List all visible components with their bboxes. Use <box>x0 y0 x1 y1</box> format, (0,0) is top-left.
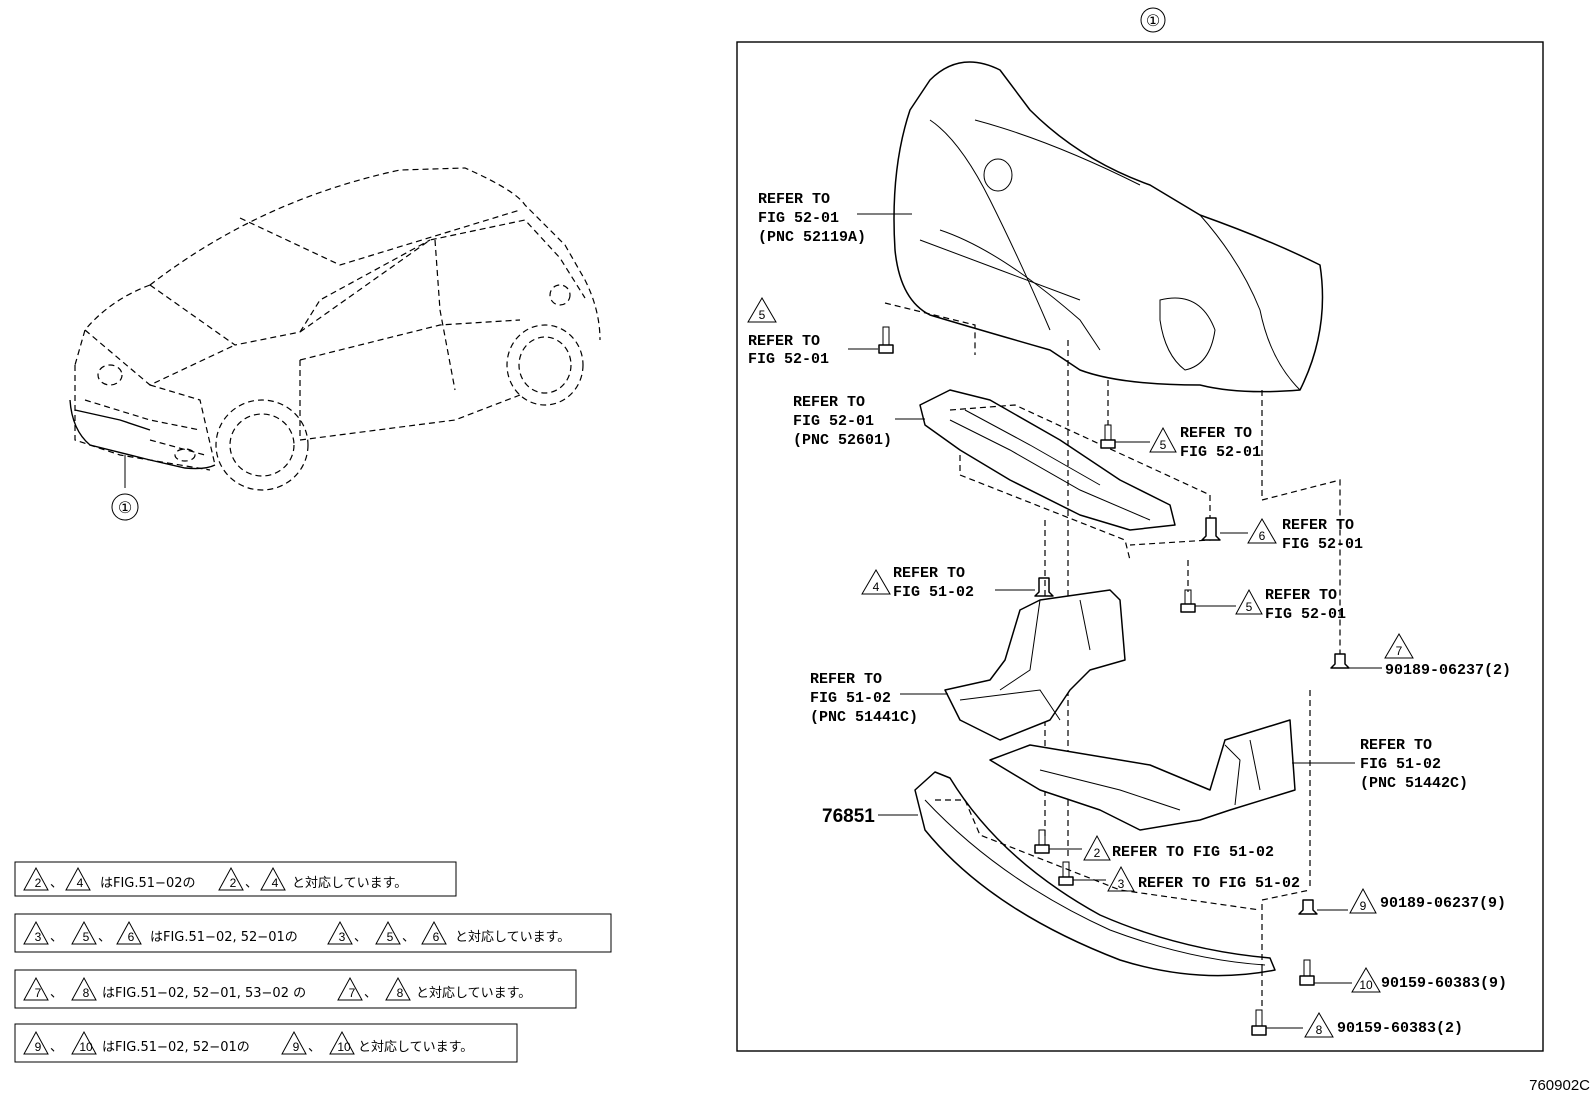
triangle-ref-number: 7 <box>349 986 356 1000</box>
parts-frame <box>736 41 1544 1052</box>
diagram-label: 、 <box>50 986 63 1001</box>
triangle-ref-number: 10 <box>1359 978 1373 992</box>
diagram-label: FIG 51-02 <box>1360 756 1441 773</box>
triangle-ref-number: 9 <box>35 1040 42 1054</box>
diagram-label: (PNC 51441C) <box>810 709 918 726</box>
diagram-label: はFIG.51−02の <box>100 876 196 891</box>
diagram-label: 、 <box>50 1040 63 1055</box>
diagram-label: REFER TO <box>1265 587 1337 604</box>
diagram-label: FIG 52-01 <box>758 210 839 227</box>
diagram-label: 、 <box>98 930 111 945</box>
legend-row-2: 3 、 5 、 6 はFIG.51−02, 52−01の 3 、 5 、 6 と… <box>14 913 612 953</box>
diagram-label: と対応しています。 <box>358 1040 473 1055</box>
triangle-ref-number: 8 <box>397 986 404 1000</box>
diagram-label: REFER TO <box>1360 737 1432 754</box>
diagram-label: 、 <box>308 1040 321 1055</box>
diagram-label: と対応しています。 <box>416 986 531 1001</box>
part-number-90159-2: 90159-60383(2) <box>1337 1020 1463 1037</box>
triangle-ref-number: 5 <box>1160 438 1167 452</box>
triangle-ref-number: 10 <box>79 1040 93 1054</box>
diagram-label: REFER TO <box>893 565 965 582</box>
diagram-label: 、 <box>402 930 415 945</box>
diagram-label: はFIG.51−02, 52−01, 53−02 の <box>102 986 306 1001</box>
part-number-90189-2: 90189-06237(2) <box>1385 662 1511 679</box>
triangle-ref-number: 2 <box>35 876 42 890</box>
diagram-label: FIG 52-01 <box>793 413 874 430</box>
diagram-label: FIG 52-01 <box>1180 444 1261 461</box>
triangle-ref-number: 4 <box>272 876 279 890</box>
triangle-ref-number: 10 <box>337 1040 351 1054</box>
ref-cover-right: REFER TO FIG 51-02 (PNC 51442C) <box>1360 737 1468 792</box>
triangle-ref-number: 2 <box>230 876 237 890</box>
diagram-label: REFER TO <box>793 394 865 411</box>
diagram-label: FIG 52-01 <box>1282 536 1363 553</box>
diagram-label: REFER TO FIG 51-02 <box>1112 844 1274 861</box>
diagram-label: REFER TO <box>758 191 830 208</box>
triangle-ref-number: 7 <box>1396 644 1403 658</box>
diagram-label: (PNC 52119A) <box>758 229 866 246</box>
ref-bumper-cover: REFER TO FIG 52-01 (PNC 52119A) <box>758 191 866 246</box>
diagram-label: と対応しています。 <box>292 876 407 891</box>
triangle-ref-number: 5 <box>1246 600 1253 614</box>
car-illustration: ① <box>69 167 601 521</box>
energy-absorber <box>919 389 1211 561</box>
legend-row-1: 2 、 4 はFIG.51−02の 2 、 4 と対応しています。 <box>14 861 457 897</box>
diagram-label: 、 <box>50 876 63 891</box>
legend-row-3: 7 、 8 はFIG.51−02, 52−01, 53−02 の 7 、 8 と… <box>14 969 577 1009</box>
diagram-label: REFER TO <box>810 671 882 688</box>
part-number-90159-9: 90159-60383(9) <box>1381 975 1507 992</box>
ref-absorber: REFER TO FIG 52-01 (PNC 52601) <box>793 394 892 449</box>
triangle-ref-number: 7 <box>35 986 42 1000</box>
diagram-label: REFER TO <box>1180 425 1252 442</box>
under-cover-left <box>944 589 1126 741</box>
diagram-label: 、 <box>245 876 258 891</box>
part-number-90189-9: 90189-06237(9) <box>1380 895 1506 912</box>
triangle-ref-number: 8 <box>83 986 90 1000</box>
diagram-label: FIG 52-01 <box>748 351 829 368</box>
car-callout: ① <box>118 498 132 517</box>
triangle-ref-number: 4 <box>77 876 84 890</box>
triangle-ref-number: 3 <box>1118 877 1125 891</box>
diagram-label: (PNC 51442C) <box>1360 775 1468 792</box>
triangle-ref-number: 9 <box>1360 899 1367 913</box>
diagram-label: REFER TO <box>748 333 820 350</box>
triangle-ref-number: 6 <box>128 930 135 944</box>
part-number-76851: 76851 <box>822 806 875 827</box>
diagram-label: はFIG.51−02, 52−01の <box>150 930 298 945</box>
legend-row-4: 9 、 10 はFIG.51−02, 52−01の 9 、 10 と対応していま… <box>14 1023 518 1063</box>
triangle-ref-number: 2 <box>1094 846 1101 860</box>
triangle-ref-number: 8 <box>1316 1023 1323 1037</box>
diagram-label: 、 <box>354 930 367 945</box>
triangle-ref-number: 6 <box>433 930 440 944</box>
triangle-ref-number: 5 <box>83 930 90 944</box>
bumper-cover <box>893 61 1324 393</box>
triangle-ref-number: 6 <box>1259 529 1266 543</box>
triangle-ref-number: 4 <box>873 580 880 594</box>
triangle-ref-number: 9 <box>293 1040 300 1054</box>
ref-cover-left: REFER TO FIG 51-02 (PNC 51441C) <box>810 671 918 726</box>
triangle-ref-number: 3 <box>339 930 346 944</box>
diagram-label: (PNC 52601) <box>793 432 892 449</box>
diagram-label: REFER TO <box>1282 517 1354 534</box>
diagram-label: 、 <box>364 986 377 1001</box>
under-cover-right <box>989 719 1296 831</box>
diagram-label: はFIG.51−02, 52−01の <box>102 1040 250 1055</box>
diagram-label: FIG 51-02 <box>810 690 891 707</box>
diagram-label: REFER TO FIG 51-02 <box>1138 875 1300 892</box>
triangle-ref-number: 3 <box>35 930 42 944</box>
main-callout: ① <box>1146 11 1160 30</box>
triangle-ref-number: 5 <box>759 308 766 322</box>
triangle-ref-number: 5 <box>387 930 394 944</box>
drawing-number: 760902C <box>1529 1077 1590 1094</box>
front-spoiler <box>914 771 1276 977</box>
diagram-label: FIG 52-01 <box>1265 606 1346 623</box>
bolt-left <box>878 326 894 354</box>
diagram-label: FIG 51-02 <box>893 584 974 601</box>
diagram-label: と対応しています。 <box>455 930 570 945</box>
diagram-label: 、 <box>50 930 63 945</box>
